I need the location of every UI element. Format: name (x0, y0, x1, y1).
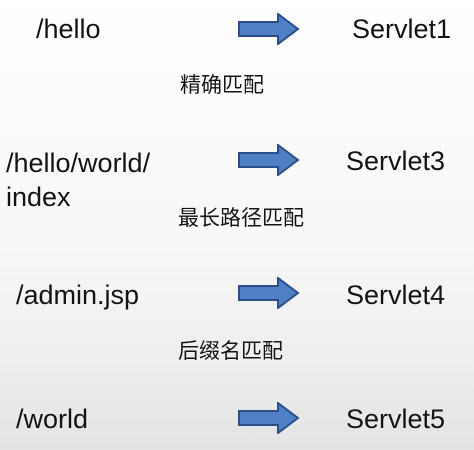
url-pattern-hello-world-index: /hello/world/ index (6, 148, 151, 212)
url-pattern-admin-jsp: /admin.jsp (16, 280, 140, 310)
servlet-name-3: Servlet3 (346, 146, 446, 176)
servlet-name-1: Servlet1 (352, 14, 452, 44)
url-pattern-world: /world (16, 404, 89, 434)
right-arrow-icon (238, 277, 300, 309)
match-rule-exact: 精确匹配 (180, 73, 264, 97)
match-rule-extension: 后缀名匹配 (178, 339, 283, 363)
servlet-name-5: Servlet5 (346, 404, 446, 434)
right-arrow-icon (238, 13, 300, 45)
match-rule-longest-path: 最长路径匹配 (178, 206, 304, 230)
url-pattern-hello: /hello (36, 14, 101, 44)
right-arrow-icon (238, 402, 300, 434)
right-arrow-icon (238, 144, 300, 176)
servlet-name-4: Servlet4 (346, 280, 446, 310)
